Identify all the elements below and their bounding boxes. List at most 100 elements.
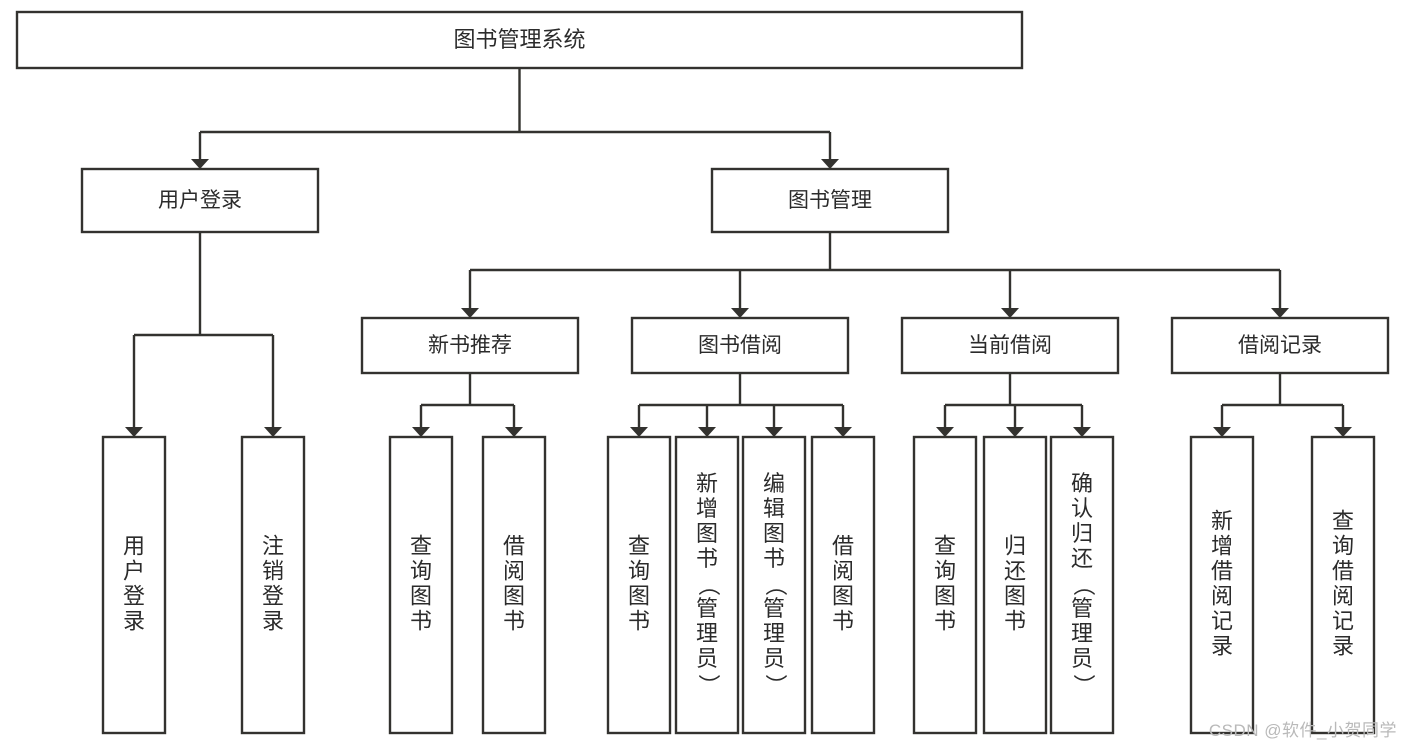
svg-text:录: 录 xyxy=(1211,633,1233,658)
book-borrow-branch-1-arrowhead xyxy=(698,427,716,437)
node-book-management-box[interactable] xyxy=(710,167,950,234)
node-current-borrow[interactable]: 当前借阅 xyxy=(900,316,1120,375)
root-branch-1-arrowhead xyxy=(821,159,839,169)
node-new-book-recommend-box[interactable] xyxy=(360,316,580,375)
svg-text:）: ） xyxy=(763,674,788,696)
svg-text:录: 录 xyxy=(123,608,145,633)
node-leaf-borrow-book-recommend-box[interactable] xyxy=(481,435,547,735)
node-leaf-query-book-current-box[interactable] xyxy=(912,435,978,735)
svg-text:确: 确 xyxy=(1071,471,1093,496)
svg-text:（: （ xyxy=(696,574,721,596)
new-book-recommend-branch-0-arrowhead xyxy=(412,427,430,437)
svg-text:图: 图 xyxy=(763,521,785,546)
node-leaf-user-login-box[interactable] xyxy=(101,435,167,735)
node-leaf-confirm-return-admin-box[interactable] xyxy=(1049,435,1115,735)
svg-text:还: 还 xyxy=(1071,546,1093,571)
node-new-book-recommend[interactable]: 新书推荐 xyxy=(360,316,580,375)
user-login-branch-1-arrowhead xyxy=(264,427,282,437)
svg-text:户: 户 xyxy=(123,558,145,583)
book-management-branch-1-arrowhead xyxy=(731,308,749,318)
svg-text:管: 管 xyxy=(1071,596,1093,621)
node-user-login-label: 用户登录 xyxy=(158,189,242,212)
svg-text:管: 管 xyxy=(696,596,718,621)
svg-text:查: 查 xyxy=(410,533,432,558)
svg-text:新: 新 xyxy=(696,471,718,496)
svg-text:图: 图 xyxy=(934,583,956,608)
node-leaf-borrow-book-box[interactable] xyxy=(810,435,876,735)
node-leaf-query-book-borrow-box[interactable] xyxy=(606,435,672,735)
current-borrow-branch-0-arrowhead xyxy=(936,427,954,437)
svg-text:管: 管 xyxy=(763,596,785,621)
node-book-borrow-box[interactable] xyxy=(630,316,850,375)
book-management-branch-0-arrowhead xyxy=(461,308,479,318)
svg-text:图: 图 xyxy=(696,521,718,546)
node-leaf-query-borrow-record-box[interactable] xyxy=(1310,435,1376,735)
svg-text:询: 询 xyxy=(410,558,432,583)
svg-text:录: 录 xyxy=(1332,633,1354,658)
node-current-borrow-box[interactable] xyxy=(900,316,1120,375)
node-root-box[interactable] xyxy=(15,10,1024,70)
node-leaf-user-login[interactable]: 用户登录 xyxy=(101,435,167,735)
svg-text:编: 编 xyxy=(763,471,785,496)
node-leaf-return-book-box[interactable] xyxy=(982,435,1048,735)
svg-text:）: ） xyxy=(1071,674,1096,696)
svg-text:归: 归 xyxy=(1071,521,1093,546)
svg-text:查: 查 xyxy=(1332,508,1354,533)
node-leaf-logout-login-box[interactable] xyxy=(240,435,306,735)
svg-text:借: 借 xyxy=(1211,558,1233,583)
svg-text:销: 销 xyxy=(262,558,284,583)
svg-text:阅: 阅 xyxy=(503,558,525,583)
svg-text:理: 理 xyxy=(696,621,718,646)
svg-text:登: 登 xyxy=(123,583,145,608)
svg-text:归: 归 xyxy=(1004,533,1026,558)
watermark-text: CSDN @软件_小贺同学 xyxy=(1208,721,1397,740)
node-leaf-edit-book-admin-box[interactable] xyxy=(741,435,807,735)
svg-text:记: 记 xyxy=(1211,608,1233,633)
node-book-management[interactable]: 图书管理 xyxy=(710,167,950,234)
node-leaf-add-borrow-record-box[interactable] xyxy=(1189,435,1255,735)
svg-text:注: 注 xyxy=(262,533,284,558)
node-borrow-record-label: 借阅记录 xyxy=(1238,334,1322,357)
new-book-recommend-branch-1-arrowhead xyxy=(505,427,523,437)
svg-text:借: 借 xyxy=(1332,558,1354,583)
svg-text:（: （ xyxy=(1071,574,1096,596)
svg-text:借: 借 xyxy=(503,533,525,558)
node-book-borrow[interactable]: 图书借阅 xyxy=(630,316,850,375)
node-user-login[interactable]: 用户登录 xyxy=(80,167,320,234)
node-book-management-label: 图书管理 xyxy=(788,189,872,212)
node-leaf-user-login-label: 用户登录 xyxy=(123,533,145,633)
node-leaf-query-book-recommend-box[interactable] xyxy=(388,435,454,735)
node-borrow-record-box[interactable] xyxy=(1170,316,1390,375)
svg-text:员: 员 xyxy=(696,646,718,671)
node-leaf-add-book-admin-box[interactable] xyxy=(674,435,740,735)
svg-text:书: 书 xyxy=(410,608,432,633)
node-user-login-box[interactable] xyxy=(80,167,320,234)
node-borrow-record[interactable]: 借阅记录 xyxy=(1170,316,1390,375)
node-current-borrow-label: 当前借阅 xyxy=(968,334,1052,357)
node-root[interactable]: 图书管理系统 xyxy=(15,10,1024,70)
svg-text:查: 查 xyxy=(934,533,956,558)
node-book-borrow-label: 图书借阅 xyxy=(698,334,782,357)
svg-text:理: 理 xyxy=(763,621,785,646)
